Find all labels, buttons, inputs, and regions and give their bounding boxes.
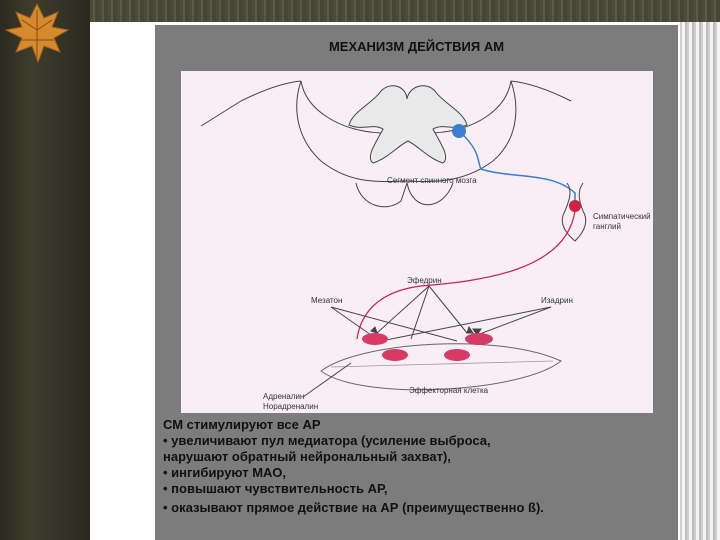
receptor-beta-2 <box>444 349 470 361</box>
preganglionic-axon <box>458 130 576 203</box>
receptor-beta-1 <box>465 333 493 345</box>
spinal-cord-segment <box>200 80 572 208</box>
bullet-item: нарушают обратный нейрональный захват), <box>163 449 451 464</box>
postganglionic-neuron <box>569 200 581 212</box>
grey-matter <box>348 85 468 164</box>
receptor-alpha-2 <box>382 349 408 361</box>
sympathetic-ganglion <box>561 182 587 242</box>
bullet-item: • ингибируют МАО, <box>163 465 286 480</box>
bullet-item: • оказывают прямое действие на АР (преим… <box>163 500 544 515</box>
slide-title: МЕХАНИЗМ ДЕЙСТВИЯ АМ <box>328 39 505 54</box>
label-spinal-segment: Сегмент спинного мозга <box>387 176 477 185</box>
bullet-item: • повышают чувствительность АР, <box>163 481 388 496</box>
label-mesaton: Мезатон <box>311 296 342 305</box>
decorative-side-strip <box>680 22 720 540</box>
bullet-item: • увеличивают пул медиатора (усиление вы… <box>163 433 491 448</box>
label-izadrin: Изадрин <box>541 296 573 305</box>
label-ganglion-1: Симпатический <box>593 212 651 221</box>
bullet-list: СМ стимулируют все АР • увеличивают пул … <box>163 417 673 516</box>
autumn-leaf-icon <box>4 2 70 64</box>
label-ephedrine: Эфедрин <box>407 276 442 285</box>
mechanism-diagram: Сегмент спинного мозга Симпатический ган… <box>181 71 653 413</box>
label-effector-cell: Эффекторная клетка <box>409 386 489 395</box>
receptor-alpha-1 <box>362 333 388 345</box>
effector-cell <box>320 343 562 391</box>
diagram-svg: Сегмент спинного мозга Симпатический ган… <box>200 80 651 411</box>
effector-cell-midline <box>330 360 554 368</box>
label-adrenaline: Адреналин <box>263 392 304 401</box>
drug-arrows <box>330 285 552 342</box>
postganglionic-axon <box>356 210 576 340</box>
slide: МЕХАНИЗМ ДЕЙСТВИЯ АМ <box>155 25 678 540</box>
decorative-wood-panel <box>0 0 90 540</box>
label-noradrenaline: Норадреналин <box>263 402 318 411</box>
label-ganglion-2: ганглий <box>593 222 621 231</box>
adrenaline-arrow <box>302 362 352 398</box>
decorative-top-strip <box>90 0 720 22</box>
bullet-item: СМ стимулируют все АР <box>163 417 321 432</box>
